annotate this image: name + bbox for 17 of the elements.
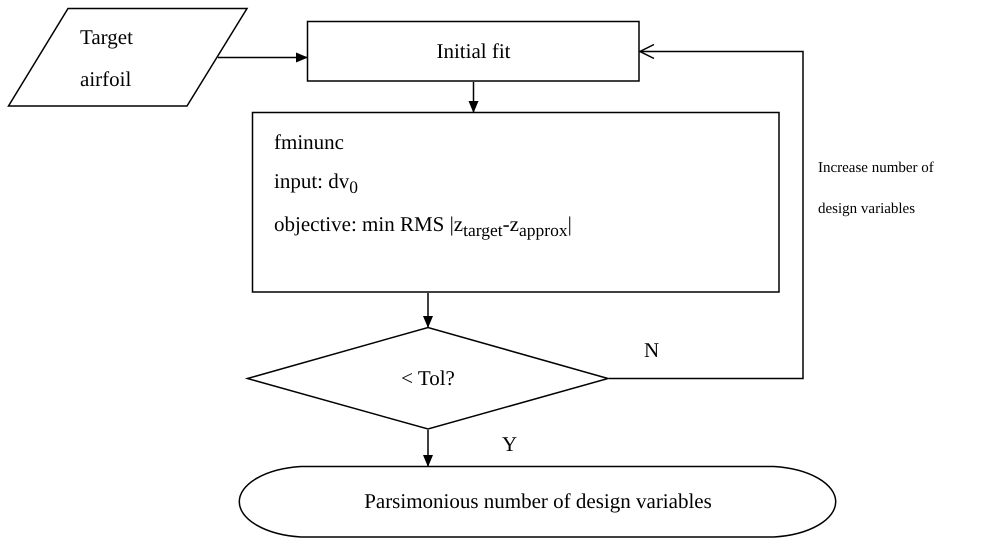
- arrow: [423, 293, 433, 328]
- arrow: [218, 52, 308, 62]
- node-text: input: dv$_{0}$: [274, 169, 358, 198]
- arrow: [468, 82, 478, 113]
- node-text: fminunc: [274, 130, 344, 156]
- node-text: Target airfoil: [80, 24, 134, 92]
- node-text: objective: min RMS |z$_{target}$-z$_{approx}$|: [274, 212, 572, 242]
- arrow: [423, 430, 433, 467]
- node-text: Initial fit: [436, 38, 511, 64]
- annotation-text: Increase number of design variables: [818, 159, 935, 218]
- arrow: [609, 44, 804, 380]
- input-parallelogram: [8, 8, 248, 107]
- node-text: Parsimonious number of design variables: [364, 489, 712, 515]
- decision-diamond: [247, 327, 609, 430]
- process-box: [307, 21, 640, 82]
- node-text: < Tol?: [401, 366, 455, 392]
- process-box: [252, 112, 780, 293]
